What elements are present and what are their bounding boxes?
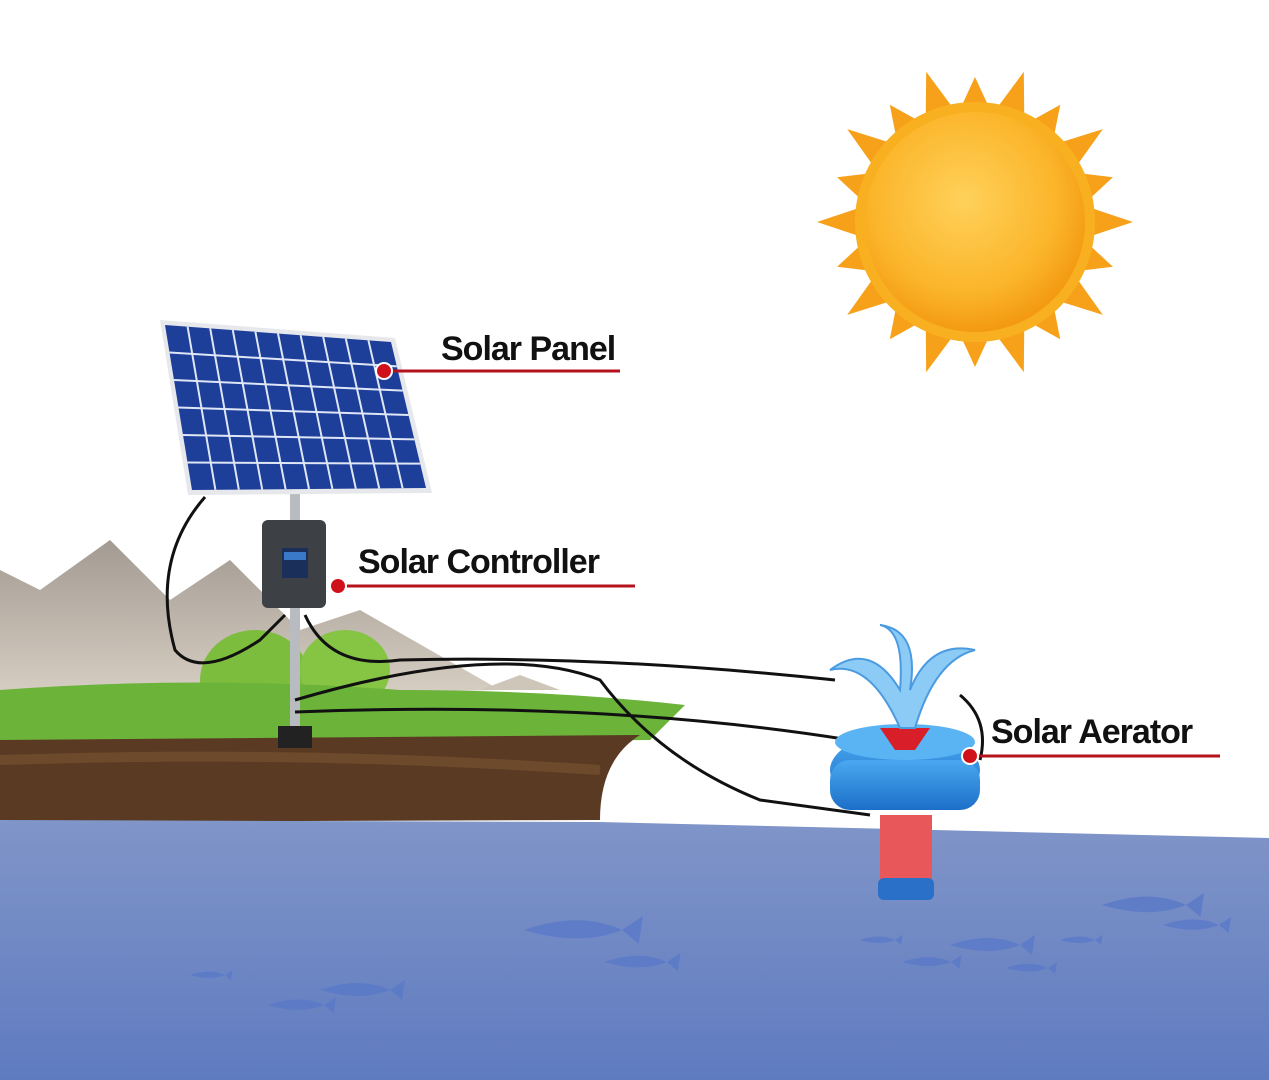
panel-cell-line (187, 461, 421, 465)
controller-icon (262, 520, 326, 608)
cables (165, 496, 984, 817)
fish-icon (604, 953, 681, 971)
solar-controller-callout-dot (329, 577, 347, 595)
panel-cell-line (178, 406, 409, 416)
solar-panel-icon (160, 320, 432, 495)
fish-icon (1060, 935, 1103, 945)
fish-icon (268, 997, 336, 1013)
fish-icon (860, 935, 903, 945)
sun-icon (817, 71, 1133, 373)
fish-group (190, 893, 1231, 1013)
sun-ray (817, 206, 865, 238)
fish-icon (902, 955, 962, 969)
sun-ray (1085, 206, 1133, 238)
pond-water (0, 820, 1269, 1080)
panel-cell-line (173, 379, 403, 392)
fish-icon (1006, 962, 1057, 974)
riverbank (0, 682, 685, 822)
solar-aerator-label: Solar Aerator (991, 713, 1193, 751)
solar-aerator-callout-dot (961, 747, 979, 765)
fish-icon (524, 916, 643, 944)
fish-icon (1163, 917, 1231, 933)
fish-icon (950, 935, 1035, 955)
panel-cell-line (182, 434, 415, 441)
fish-icon (190, 970, 233, 980)
solar-panel-callout-dot (375, 362, 393, 380)
solar-controller-label: Solar Controller (358, 543, 600, 581)
aerator-icon (829, 624, 980, 900)
panel-cell-line (169, 351, 397, 368)
fish-icon (320, 980, 405, 1000)
solar-panel-label: Solar Panel (441, 330, 616, 368)
fish-icon (1102, 893, 1204, 917)
pole (278, 490, 312, 748)
